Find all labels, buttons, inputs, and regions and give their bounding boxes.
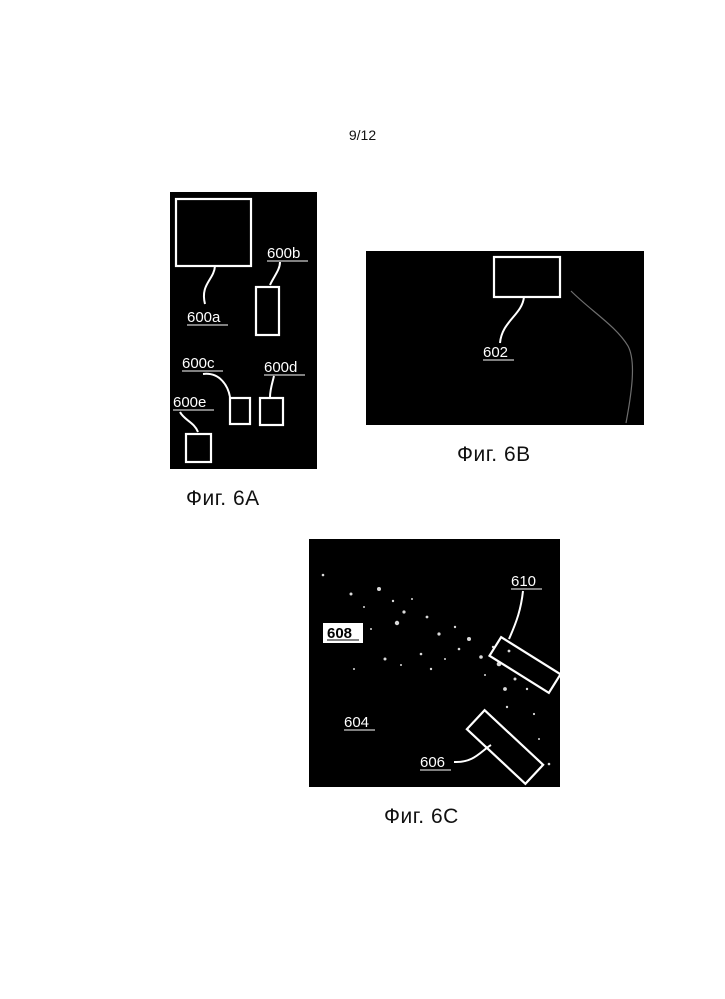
figure-6c-image: 608 604 610 606: [309, 539, 560, 787]
label-600e: 600e: [173, 394, 206, 411]
label-606: 606: [420, 754, 445, 771]
label-602: 602: [483, 344, 508, 361]
label-600d: 600d: [264, 359, 297, 376]
figure-6b-image: 602: [366, 251, 644, 425]
label-600c: 600c: [182, 355, 215, 372]
figure-6a-image: 600a 600b 600c 600d 600e: [170, 192, 317, 469]
figure-6c-caption: Фиг. 6C: [384, 805, 459, 829]
label-608: 608: [327, 625, 352, 642]
label-600a: 600a: [187, 309, 221, 326]
page-number: 9/12: [0, 127, 725, 143]
label-604: 604: [344, 714, 369, 731]
label-610: 610: [511, 573, 536, 590]
label-600b: 600b: [267, 245, 300, 262]
figure-6a-caption: Фиг. 6A: [186, 487, 260, 511]
figure-6b-caption: Фиг. 6B: [457, 443, 531, 467]
